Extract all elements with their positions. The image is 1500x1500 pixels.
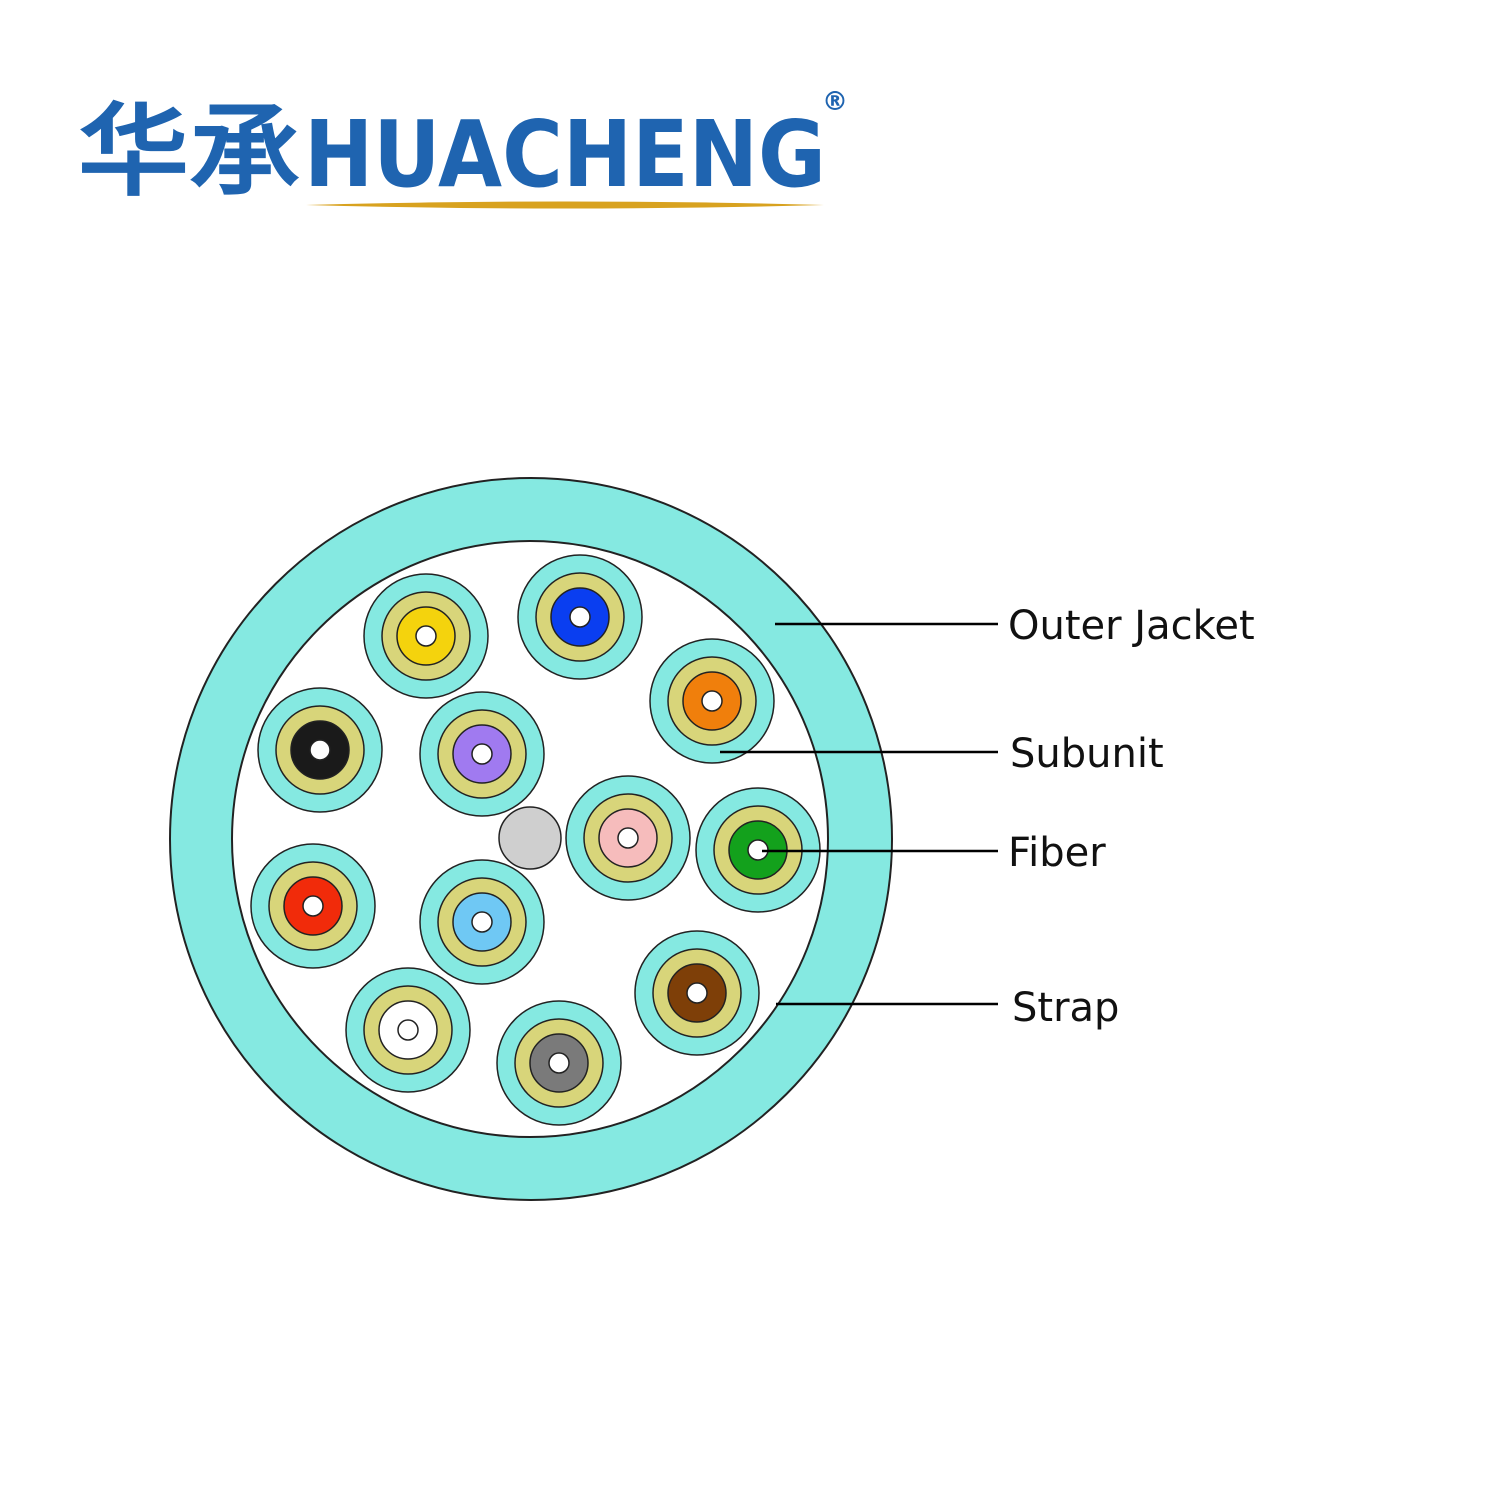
fiber-label: Fiber (1008, 830, 1106, 876)
subunit-rose (565, 775, 691, 901)
subunit-violet (419, 691, 545, 817)
subunit-slate (496, 1000, 622, 1126)
subunit-brown (634, 930, 760, 1056)
brand-name: HUACHENG (304, 101, 826, 208)
subunit-black (257, 687, 383, 813)
subunit-orange (649, 638, 775, 764)
fiber-core (471, 743, 493, 765)
fiber-core (415, 625, 437, 647)
fiber-core (471, 911, 493, 933)
subunit-aqua (419, 859, 545, 985)
registered-mark: ® (822, 87, 848, 117)
central-strength-member (498, 806, 562, 870)
fiber-core (302, 895, 324, 917)
fiber-core (397, 1019, 419, 1041)
subunit-red (250, 843, 376, 969)
subunit-blue (517, 554, 643, 680)
callouts: Outer Jacket Subunit Fiber Strap (720, 603, 1255, 1031)
brand-logo: 华承 HUACHENG ® (78, 87, 848, 210)
subunit-white (345, 967, 471, 1093)
subunit-green (695, 787, 821, 913)
fiber-core (686, 982, 708, 1004)
fiber-core (617, 827, 639, 849)
subunit-yellow (363, 573, 489, 699)
subunit-label: Subunit (1010, 731, 1164, 777)
cable-cross-section (169, 477, 893, 1201)
fiber-core (309, 739, 331, 761)
subunit-group (250, 554, 821, 1126)
fiber-core (548, 1052, 570, 1074)
fiber-core (569, 606, 591, 628)
brand-chinese-name: 华承 (78, 93, 300, 210)
brand-underline (306, 201, 824, 209)
strap-label: Strap (1012, 985, 1119, 1031)
fiber-core (701, 690, 723, 712)
outer-jacket-label: Outer Jacket (1008, 603, 1255, 649)
